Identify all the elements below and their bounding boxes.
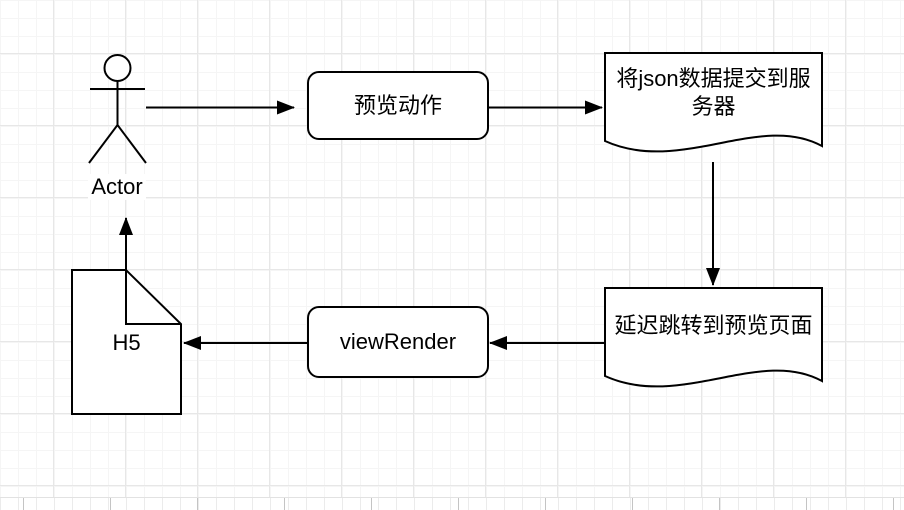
h5-note-node[interactable] [71, 269, 182, 415]
actor-shape[interactable] [88, 54, 147, 164]
actor-head[interactable] [103, 54, 132, 82]
actor-label-text[interactable]: Actor [88, 174, 146, 200]
page-edge-band [0, 497, 904, 510]
delay-redirect-label[interactable]: 延迟跳转到预览页面 [614, 313, 813, 338]
submit-json-node[interactable] [604, 52, 823, 153]
h5-note-outline[interactable] [71, 269, 182, 415]
h5-label[interactable]: H5 [112, 330, 141, 355]
actor-left-leg[interactable] [88, 124, 119, 164]
preview-action-label[interactable]: 预览动作 [353, 92, 442, 118]
h5-note-fold[interactable] [125, 270, 181, 325]
actor-right-leg[interactable] [116, 124, 147, 164]
submit-json-label-line2: 务器 [691, 94, 736, 119]
actor-label[interactable]: Actor [47, 174, 187, 200]
submit-json-label-line1: 将json数据提交到服 [616, 66, 811, 91]
submit-json-label[interactable]: 将json数据提交到服 务器 [611, 53, 816, 133]
view-render-node[interactable] [307, 306, 489, 378]
preview-action-node[interactable] [307, 71, 489, 140]
delay-redirect-node[interactable] [604, 287, 823, 388]
view-render-label[interactable]: viewRender [339, 329, 457, 354]
